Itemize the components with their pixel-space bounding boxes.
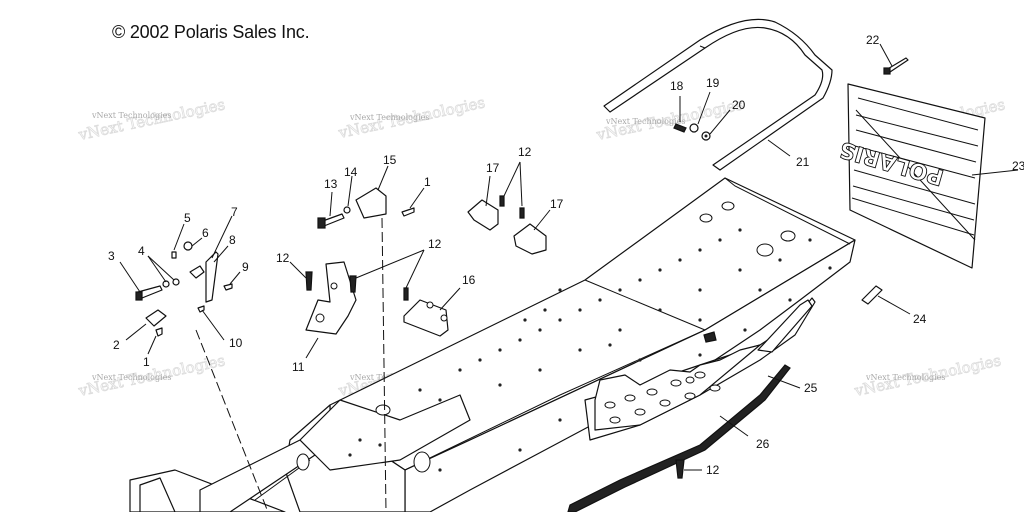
snow-flap: POLARIS <box>837 83 986 269</box>
callout-2: 2 <box>113 338 120 352</box>
copyright-notice: © 2002 Polaris Sales Inc. <box>112 22 310 42</box>
callout-9: 9 <box>242 260 249 274</box>
callout-17: 17 <box>550 197 564 211</box>
watermark-text: vNext Technologies <box>91 111 171 120</box>
callout-19: 19 <box>706 76 720 90</box>
callout-1: 1 <box>143 355 150 369</box>
watermark-text: vNext Technologies <box>349 113 429 122</box>
callout-13: 13 <box>324 177 338 191</box>
side-rail <box>567 297 816 512</box>
callout-12: 12 <box>706 463 720 477</box>
callout-8: 8 <box>229 233 236 247</box>
callout-3: 3 <box>108 249 115 263</box>
grab-bar <box>603 18 833 171</box>
callout-10: 10 <box>229 336 243 350</box>
hardware-parts <box>135 57 909 479</box>
callout-6: 6 <box>202 226 209 240</box>
callout-23: 23 <box>1012 159 1024 173</box>
watermark-text: vNext Technologies <box>91 373 171 382</box>
callout-5: 5 <box>184 211 191 225</box>
callout-20: 20 <box>732 98 746 112</box>
callout-12: 12 <box>518 145 532 159</box>
callout-22: 22 <box>866 33 880 47</box>
callout-16: 16 <box>462 273 476 287</box>
watermark-text: vNext Technologies <box>865 373 945 382</box>
callout-26: 26 <box>756 437 770 451</box>
callout-labels: 22 23 18 19 20 21 12 17 17 15 14 13 1 12… <box>108 33 1024 477</box>
watermark-text: vNext Technologies <box>605 117 685 126</box>
callout-15: 15 <box>383 153 397 167</box>
callout-18: 18 <box>670 79 684 93</box>
callout-14: 14 <box>344 165 358 179</box>
leader-lines <box>119 43 1019 512</box>
callout-4: 4 <box>138 244 145 258</box>
callout-12: 12 <box>276 251 290 265</box>
callout-12: 12 <box>428 237 442 251</box>
callout-1: 1 <box>424 175 431 189</box>
callout-21: 21 <box>796 155 810 169</box>
callout-17: 17 <box>486 161 500 175</box>
chassis-tunnel <box>129 177 856 512</box>
callout-25: 25 <box>804 381 818 395</box>
callout-24: 24 <box>913 312 927 326</box>
callout-7: 7 <box>231 205 238 219</box>
callout-11: 11 <box>292 360 305 374</box>
